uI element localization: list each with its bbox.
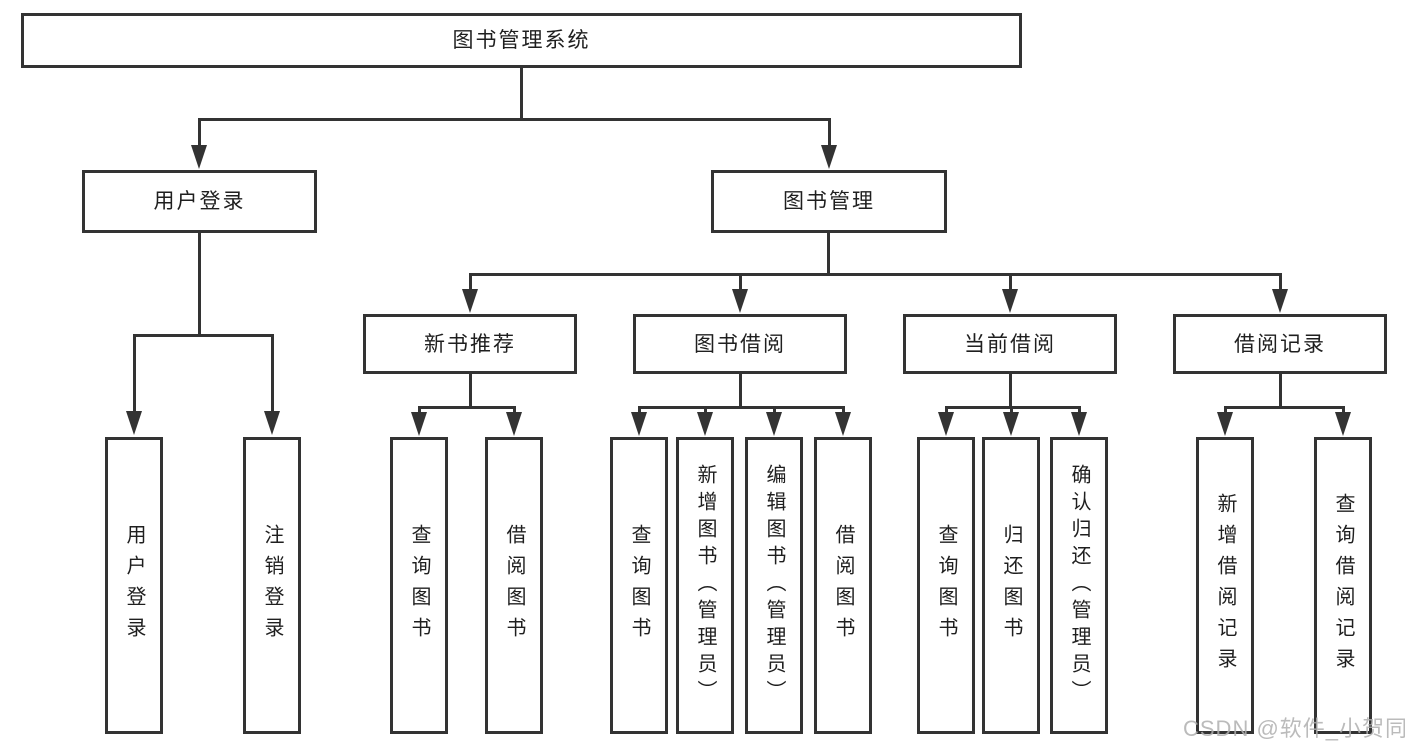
node-label-root: 图书管理系统 xyxy=(452,29,591,52)
node-label-book-borrowing: 图书借阅 xyxy=(694,332,786,356)
connector-book-borrowing-drop-4 xyxy=(842,407,845,415)
leaf-label-add-borrow-record: 新增借阅记录 xyxy=(1214,492,1236,679)
connector-borrowing-records-drop-2 xyxy=(1342,407,1345,415)
arrow-down-icon xyxy=(835,412,851,436)
connector-book-management-drop-1 xyxy=(469,274,472,292)
connector-current-borrowing-bar xyxy=(945,406,1081,409)
connector-book-management-stem xyxy=(827,232,830,274)
connector-borrowing-records-bar xyxy=(1224,406,1345,409)
leaf-user-login: 用户登录 xyxy=(105,437,163,734)
leaf-add-borrow-record: 新增借阅记录 xyxy=(1196,437,1254,734)
leaf-label-borrow-books-borrowing: 借阅图书 xyxy=(832,523,854,648)
leaf-borrow-books-borrowing: 借阅图书 xyxy=(814,437,872,734)
connector-current-borrowing-drop-1 xyxy=(945,407,948,415)
csdn-watermark: CSDN @软件_小贺同学 xyxy=(1183,716,1405,741)
connector-book-borrowing-drop-2 xyxy=(704,407,707,415)
leaf-add-books-admin: 新增图书（管理员） xyxy=(676,437,734,734)
connector-book-management-bar xyxy=(469,273,1282,276)
connector-user-login-drop-left xyxy=(133,335,136,415)
leaf-return-books: 归还图书 xyxy=(982,437,1040,734)
connector-new-book-recommend-bar xyxy=(418,406,516,409)
leaf-label-query-books-current: 查询图书 xyxy=(935,523,957,648)
arrow-down-icon xyxy=(938,412,954,436)
leaf-label-return-books: 归还图书 xyxy=(1000,523,1022,648)
leaf-label-borrow-books-recommend: 借阅图书 xyxy=(503,523,525,648)
node-new-book-recommend: 新书推荐 xyxy=(363,314,577,374)
connector-new-book-recommend-drop-1 xyxy=(418,407,421,415)
node-label-book-management: 图书管理 xyxy=(783,190,875,213)
leaf-label-query-books-borrowing: 查询图书 xyxy=(628,523,650,648)
connector-borrowing-records-stem xyxy=(1279,373,1282,407)
leaf-label-add-books-admin: 新增图书（管理员） xyxy=(694,464,716,707)
leaf-label-confirm-return-admin: 确认归还（管理员） xyxy=(1068,464,1090,707)
connector-current-borrowing-drop-2 xyxy=(1010,407,1013,415)
arrow-down-icon xyxy=(766,412,782,436)
connector-current-borrowing-drop-3 xyxy=(1078,407,1081,415)
leaf-confirm-return-admin: 确认归还（管理员） xyxy=(1050,437,1108,734)
arrow-down-icon xyxy=(264,411,280,435)
arrow-down-icon xyxy=(697,412,713,436)
connector-book-borrowing-drop-3 xyxy=(773,407,776,415)
arrow-down-icon xyxy=(126,411,142,435)
arrow-down-icon xyxy=(1335,412,1351,436)
connector-root-drop-right xyxy=(828,119,831,149)
connector-book-management-drop-2 xyxy=(739,274,742,292)
connector-new-book-recommend-drop-2 xyxy=(513,407,516,415)
connector-root-stem xyxy=(520,67,523,119)
leaf-query-borrow-record: 查询借阅记录 xyxy=(1314,437,1372,734)
node-book-borrowing: 图书借阅 xyxy=(633,314,847,374)
node-label-new-book-recommend: 新书推荐 xyxy=(424,332,516,356)
node-book-management: 图书管理 xyxy=(711,170,947,233)
arrow-down-icon xyxy=(411,412,427,436)
connector-user-login-drop-right xyxy=(271,335,274,415)
arrow-down-icon xyxy=(191,145,207,169)
connector-book-borrowing-stem xyxy=(739,373,742,407)
connector-book-borrowing-bar xyxy=(638,406,845,409)
node-user-login: 用户登录 xyxy=(82,170,317,233)
leaf-label-edit-books-admin: 编辑图书（管理员） xyxy=(763,464,785,707)
connector-book-management-drop-4 xyxy=(1279,274,1282,292)
connector-book-management-drop-3 xyxy=(1009,274,1012,292)
leaf-label-query-books-recommend: 查询图书 xyxy=(408,523,430,648)
node-borrowing-records: 借阅记录 xyxy=(1173,314,1387,374)
connector-user-login-bar xyxy=(133,334,274,337)
connector-root-bar xyxy=(198,118,831,121)
leaf-label-query-borrow-record: 查询借阅记录 xyxy=(1332,492,1354,679)
leaf-edit-books-admin: 编辑图书（管理员） xyxy=(745,437,803,734)
node-current-borrowing: 当前借阅 xyxy=(903,314,1117,374)
arrow-down-icon xyxy=(821,145,837,169)
connector-new-book-recommend-stem xyxy=(469,373,472,407)
arrow-down-icon xyxy=(1272,289,1288,313)
arrow-down-icon xyxy=(732,289,748,313)
leaf-logout: 注销登录 xyxy=(243,437,301,734)
leaf-query-books-recommend: 查询图书 xyxy=(390,437,448,734)
connector-borrowing-records-drop-1 xyxy=(1224,407,1227,415)
arrow-down-icon xyxy=(1003,412,1019,436)
connector-book-borrowing-drop-1 xyxy=(638,407,641,415)
node-label-borrowing-records: 借阅记录 xyxy=(1234,332,1326,356)
leaf-query-books-borrowing: 查询图书 xyxy=(610,437,668,734)
connector-root-drop-left xyxy=(198,119,201,149)
arrow-down-icon xyxy=(631,412,647,436)
arrow-down-icon xyxy=(1002,289,1018,313)
arrow-down-icon xyxy=(1217,412,1233,436)
leaf-borrow-books-recommend: 借阅图书 xyxy=(485,437,543,734)
node-label-user-login: 用户登录 xyxy=(153,190,246,213)
connector-user-login-stem xyxy=(198,232,201,335)
node-library-management-system: 图书管理系统 xyxy=(21,13,1022,68)
arrow-down-icon xyxy=(1071,412,1087,436)
connector-current-borrowing-stem xyxy=(1009,373,1012,407)
leaf-query-books-current: 查询图书 xyxy=(917,437,975,734)
leaf-label-logout: 注销登录 xyxy=(261,523,283,648)
leaf-label-user-login: 用户登录 xyxy=(123,523,145,648)
node-label-current-borrowing: 当前借阅 xyxy=(964,332,1056,356)
arrow-down-icon xyxy=(462,289,478,313)
arrow-down-icon xyxy=(506,412,522,436)
